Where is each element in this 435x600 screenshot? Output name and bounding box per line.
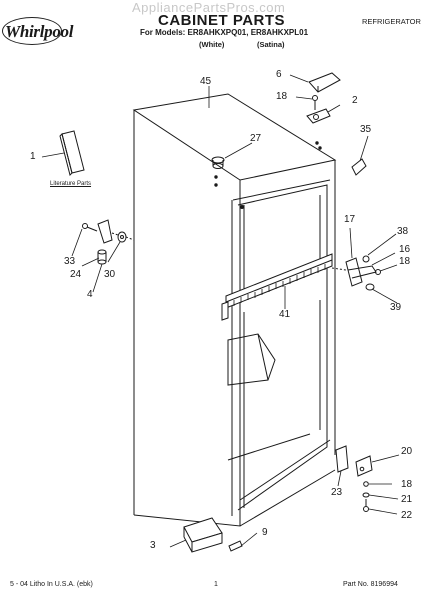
callout-18-bottom: 18: [401, 479, 413, 490]
callout-9: 9: [262, 527, 268, 538]
callout-21: 21: [401, 494, 413, 505]
hinge-cover: [308, 72, 341, 93]
color-white-label: (White): [199, 40, 225, 49]
brand-logo: Whirlpool: [5, 22, 74, 41]
callout-33: 33: [64, 256, 76, 267]
watermark: AppliancePartsPros.com: [132, 0, 286, 15]
callout-16: 16: [399, 244, 411, 255]
callout-6: 6: [276, 69, 282, 80]
footer-page-number: 1: [214, 581, 218, 588]
cabinet-shell: [132, 93, 337, 527]
footer-print-info: 5 - 04 Litho In U.S.A. (ebk): [10, 581, 93, 588]
center-hinge-parts: [331, 255, 381, 291]
bottom-hinge-parts: [335, 445, 373, 512]
callout-23: 23: [331, 487, 343, 498]
callout-18-top: 18: [276, 91, 288, 102]
callout-20: 20: [401, 446, 413, 457]
callout-leaders: [41, 74, 400, 548]
callout-1: 1: [30, 151, 36, 162]
callout-27: 27: [250, 133, 262, 144]
callout-30: 30: [104, 269, 116, 280]
leveling-leg-parts: [183, 517, 243, 553]
top-hinge: [306, 95, 331, 124]
cabinet-top-bumper: [211, 156, 225, 169]
brand-logo-ring: [2, 17, 62, 45]
footer-part-number: Part No. 8196994: [343, 581, 398, 588]
callout-18-center: 18: [399, 256, 411, 267]
callout-45: 45: [200, 76, 212, 87]
left-hinge-parts: [82, 219, 135, 265]
callout-4: 4: [87, 289, 93, 300]
page-title: CABINET PARTS: [158, 12, 286, 29]
callout-17: 17: [344, 214, 356, 225]
literature-parts-label: Literature Parts: [50, 181, 92, 187]
callout-3: 3: [150, 540, 156, 551]
color-satina-label: (Satina): [257, 40, 285, 49]
callout-35: 35: [360, 124, 372, 135]
divider-mullion: [221, 253, 333, 321]
callout-22: 22: [401, 510, 413, 521]
callout-2: 2: [352, 95, 358, 106]
callout-39: 39: [390, 302, 402, 313]
appliance-category: REFRIGERATOR: [362, 17, 421, 26]
door-stop-plug: [351, 158, 367, 176]
model-numbers: For Models: ER8AHKXPQ01, ER8AHKXPL01: [140, 28, 309, 37]
literature-booklet: [59, 130, 85, 176]
callout-38: 38: [397, 226, 409, 237]
callout-41: 41: [279, 309, 291, 320]
callout-24: 24: [70, 269, 82, 280]
